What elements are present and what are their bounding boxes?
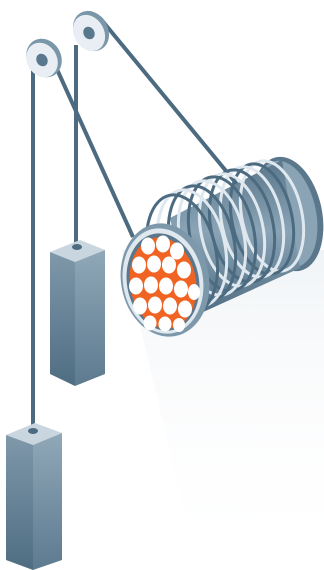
strand (129, 278, 143, 295)
strand (188, 284, 200, 300)
strand (170, 243, 184, 260)
strand (162, 257, 176, 274)
upper-counterweight (50, 240, 105, 386)
strand (159, 278, 173, 295)
strand (141, 238, 155, 255)
right-diagonal-cable (100, 18, 245, 194)
left-diagonal-cable (46, 45, 133, 237)
strand (178, 301, 192, 318)
strand (132, 257, 146, 274)
right-pulley (66, 4, 116, 57)
strand (133, 298, 147, 315)
strand (173, 318, 185, 332)
strand (174, 281, 188, 298)
strand (148, 297, 162, 314)
strand (159, 317, 172, 332)
strand (156, 236, 170, 253)
lower-counterweight (6, 423, 62, 570)
strand (177, 262, 191, 279)
strand (144, 277, 158, 294)
strand (147, 256, 161, 273)
strand (163, 298, 177, 315)
strand (144, 316, 157, 331)
